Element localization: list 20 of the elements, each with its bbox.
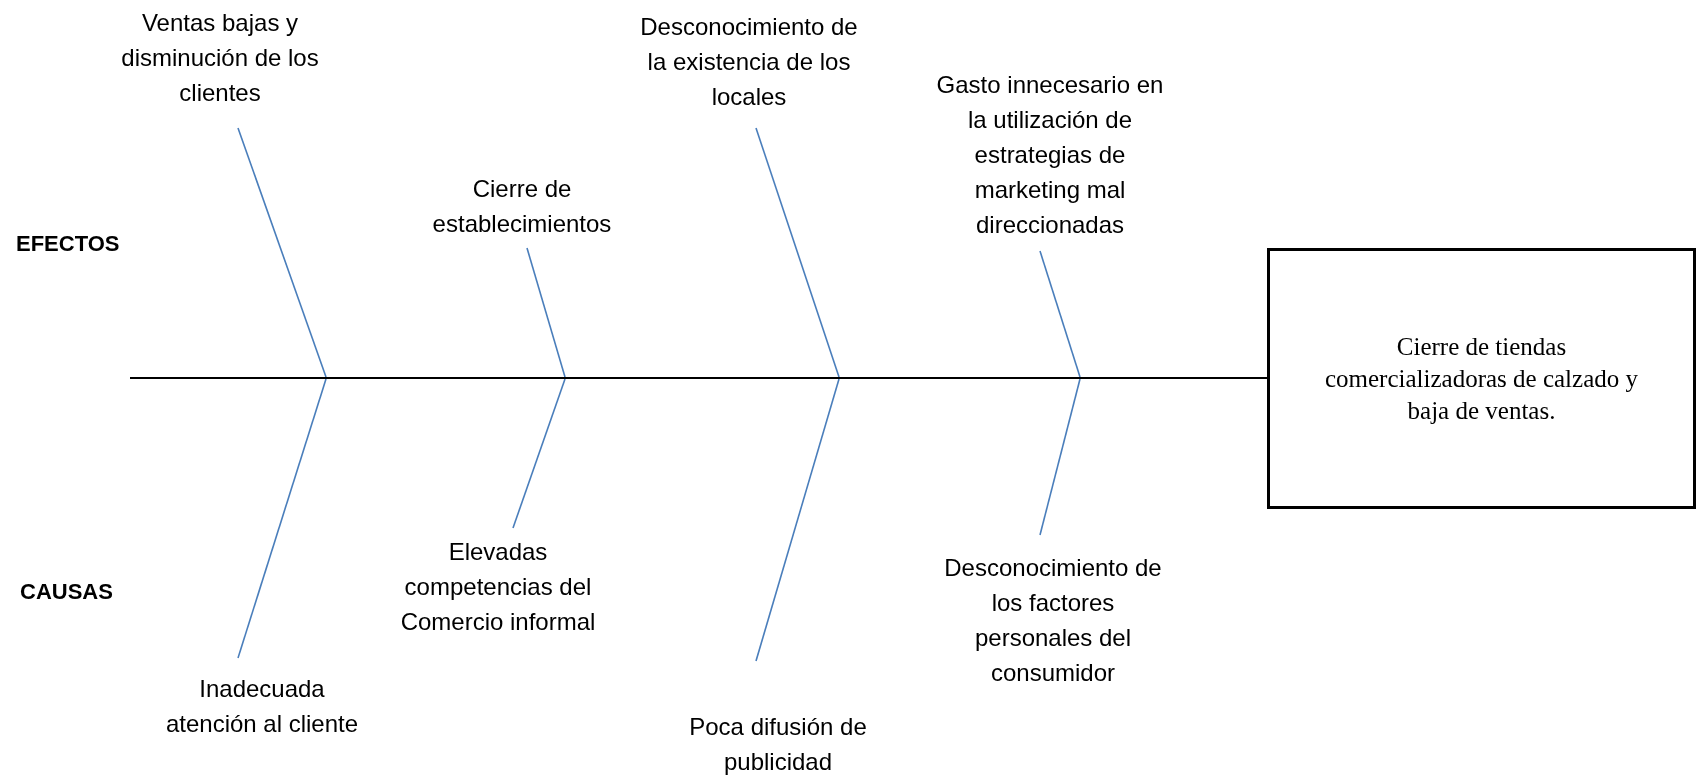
bone-label: Poca difusión de publicidad — [663, 709, 893, 779]
fishbone-line — [237, 127, 327, 378]
fishbone-line — [526, 247, 566, 378]
fishbone-line — [237, 378, 327, 659]
bone-label: Desconocimiento de la existencia de los locales — [631, 9, 867, 114]
fishbone-line — [755, 378, 840, 662]
fishbone-line — [512, 378, 566, 529]
bone-label: Gasto innecesario en la utilización de estrategias de marketing mal direccionadas — [930, 67, 1170, 242]
bone-label: Inadecuada atención al cliente — [154, 671, 370, 741]
bone-label: Ventas bajas y disminución de los clientes — [90, 5, 350, 110]
row-heading: EFECTOS — [16, 231, 120, 257]
fishbone-line — [1039, 250, 1081, 378]
bone-label: Cierre de establecimientos — [407, 171, 637, 241]
bone-label: Desconocimiento de los factores personales del consumidor — [938, 550, 1168, 690]
effect-box: Cierre de tiendas comercializadoras de calzado y baja de ventas. — [1267, 248, 1696, 509]
row-heading: CAUSAS — [20, 579, 113, 605]
fishbone-line — [755, 127, 840, 378]
spine-line — [130, 377, 1267, 379]
fishbone-line — [1039, 378, 1081, 536]
bone-label: Elevadas competencias del Comercio informal — [373, 534, 623, 639]
